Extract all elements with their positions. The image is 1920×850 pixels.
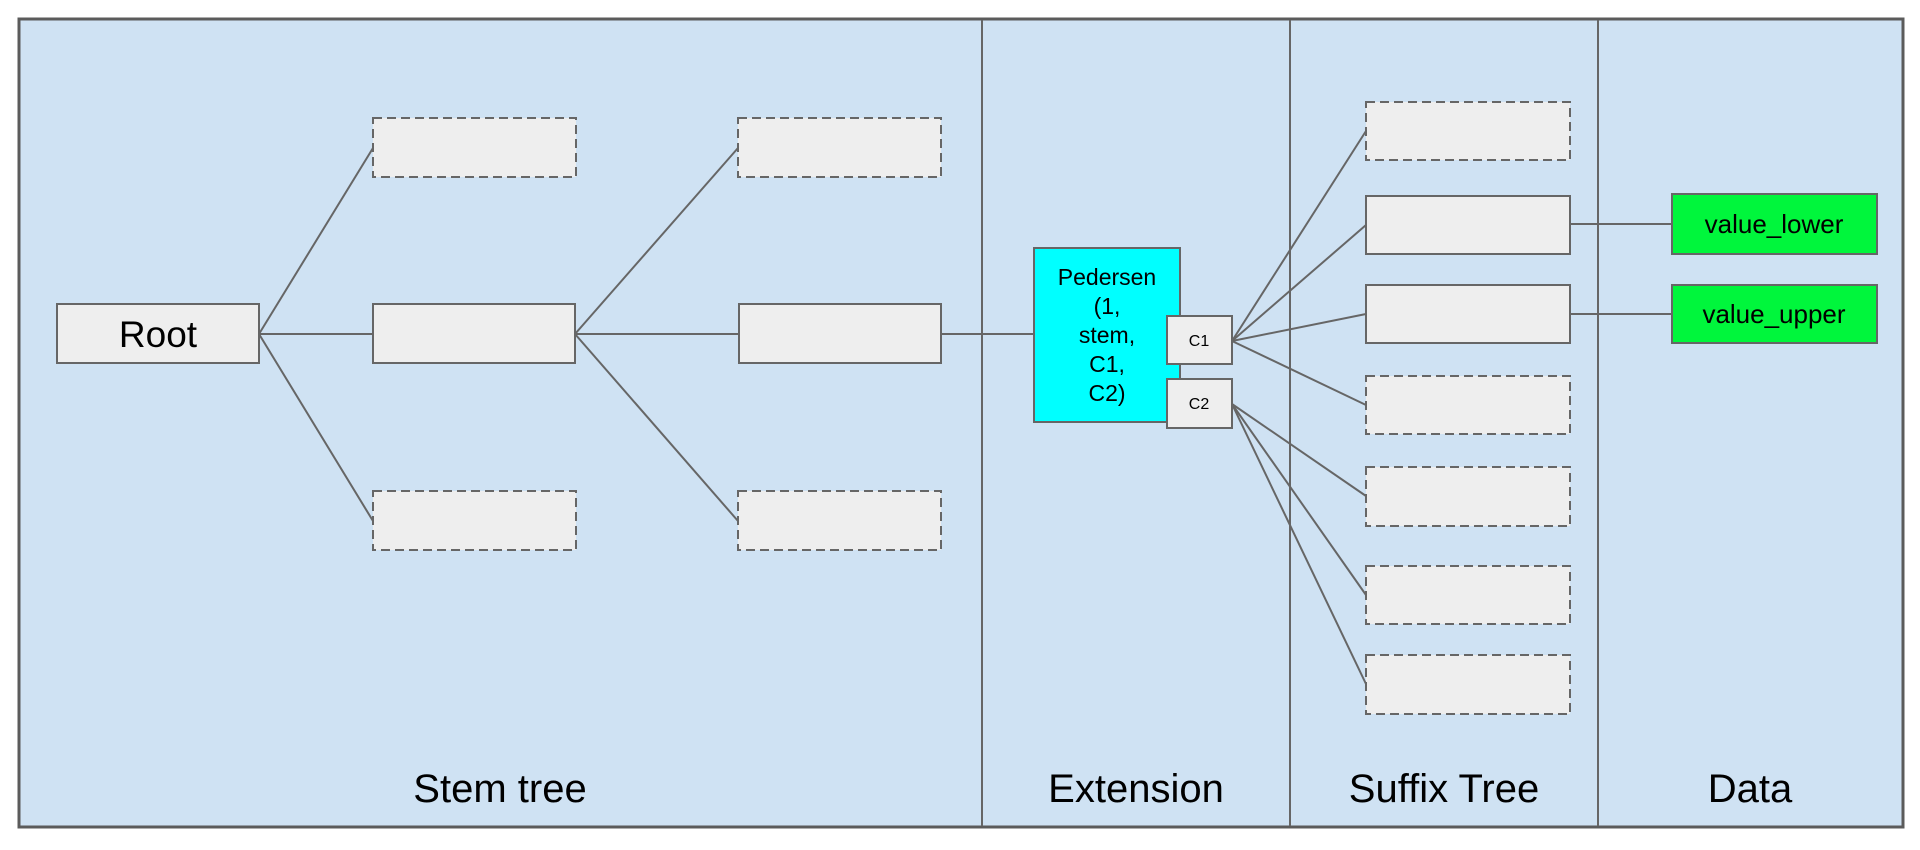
section-label-stem-tree: Stem tree xyxy=(413,767,586,811)
suffix-node-3 xyxy=(1365,284,1571,344)
pedersen-label-line-5: C2) xyxy=(1088,380,1125,406)
placeholder-node-stem-lower-1 xyxy=(372,490,577,551)
placeholder-node-suffix-5 xyxy=(1365,466,1571,527)
value-lower-node xyxy=(1671,193,1878,255)
placeholder-node-suffix-4 xyxy=(1365,375,1571,435)
edges-group xyxy=(258,130,1672,685)
pedersen-node xyxy=(1033,247,1181,423)
c2-node xyxy=(1166,378,1233,429)
value-upper-node xyxy=(1671,284,1878,344)
placeholder-node-suffix-6 xyxy=(1365,565,1571,625)
c1-node xyxy=(1166,315,1233,365)
edge-stem1-to-lower-placeholder xyxy=(574,333,739,522)
pedersen-label-line-2: (1, xyxy=(1094,293,1121,319)
edge-root-to-upper-placeholder xyxy=(258,147,374,335)
section-label-suffix-tree: Suffix Tree xyxy=(1349,767,1539,811)
value-lower-label: value_lower xyxy=(1705,209,1844,239)
placeholder-node-stem-lower-2 xyxy=(737,490,942,551)
edge-root-to-lower-placeholder xyxy=(258,333,374,522)
pedersen-label-line-4: C1, xyxy=(1089,351,1125,377)
section-label-data: Data xyxy=(1708,767,1793,811)
placeholder-node-stem-upper-1 xyxy=(372,117,577,178)
stem-node-1 xyxy=(372,303,576,364)
c1-label: C1 xyxy=(1189,333,1210,350)
pedersen-label-line-3: stem, xyxy=(1079,322,1135,348)
root-node xyxy=(56,303,260,364)
edge-stem1-to-upper-placeholder xyxy=(574,147,739,335)
diagram-frame xyxy=(17,17,1905,829)
stem-node-2 xyxy=(738,303,942,364)
placeholder-node-suffix-7 xyxy=(1365,654,1571,715)
edge-c2-to-suffix5 xyxy=(1231,403,1367,497)
edge-c1-to-suffix4 xyxy=(1231,340,1367,406)
placeholder-node-stem-upper-2 xyxy=(737,117,942,178)
root-label: Root xyxy=(119,314,198,355)
edge-c2-to-suffix7 xyxy=(1231,403,1367,685)
suffix-node-2 xyxy=(1365,195,1571,255)
value-upper-label: value_upper xyxy=(1702,299,1845,329)
placeholder-node-suffix-1 xyxy=(1365,101,1571,161)
edge-c2-to-suffix6 xyxy=(1231,403,1367,596)
section-label-extension: Extension xyxy=(1048,767,1224,811)
pedersen-label-line-1: Pedersen xyxy=(1058,264,1156,290)
edge-c1-to-suffix1 xyxy=(1231,130,1367,342)
edge-c1-to-suffix2 xyxy=(1231,224,1367,342)
edge-c1-to-suffix3 xyxy=(1231,313,1367,342)
c2-label: C2 xyxy=(1189,396,1210,413)
